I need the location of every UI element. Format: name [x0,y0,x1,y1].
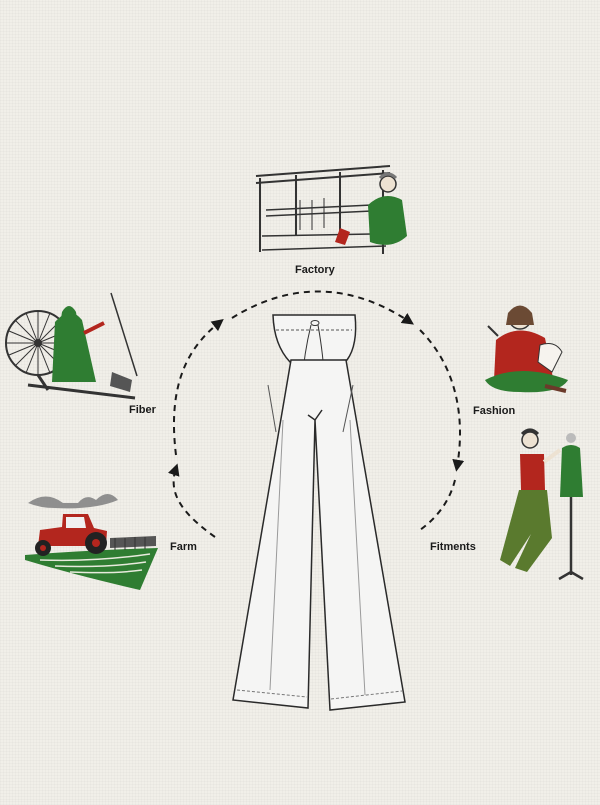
wide-leg-trousers-icon [232,314,406,711]
stage-label-fitments: Fitments [430,541,476,553]
arrow-fashion-to-fitments [419,329,465,472]
handloom-weaver-icon [255,165,407,254]
stage-label-fashion: Fashion [473,405,516,417]
spinning-wheel-icon [5,292,138,400]
arrow-fiber-to-factory [172,319,224,456]
stage-label-fiber: Fiber [129,404,156,416]
tractor-field-icon [25,494,158,590]
fashion-designer-icon [485,305,568,393]
arrow-factory-to-fashion [231,290,414,325]
arrow-toward-fitments [419,479,456,531]
stage-label-factory: Factory [295,264,335,276]
cycle-arrows [168,290,465,538]
arrow-farm-to-fiber [168,463,216,538]
stage-label-farm: Farm [170,541,197,553]
tailor-mannequin-icon [500,428,584,581]
